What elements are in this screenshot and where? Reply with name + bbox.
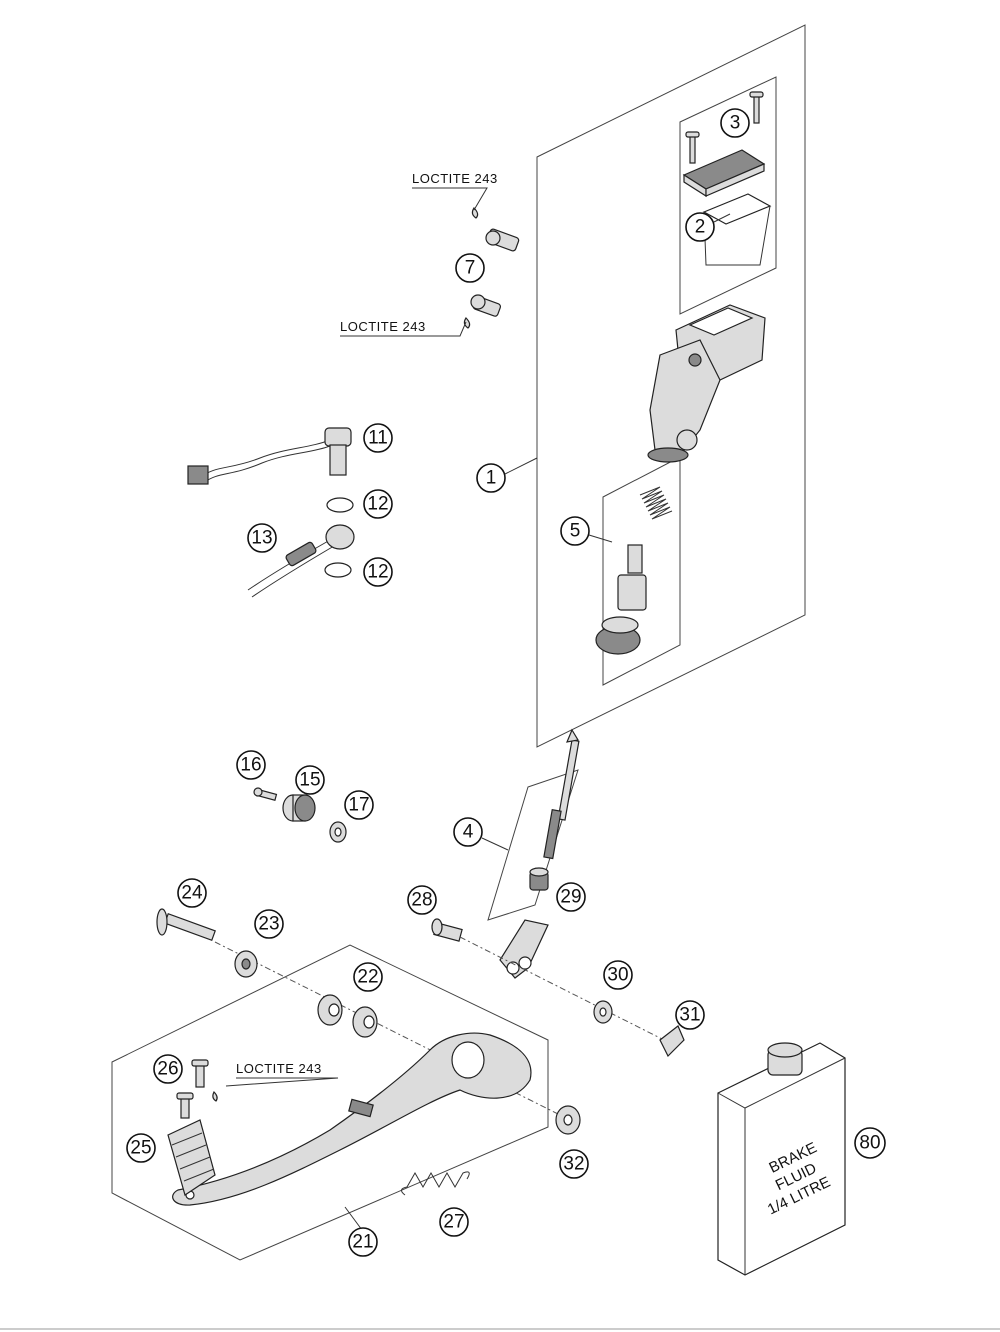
callout-30: 30	[603, 960, 633, 990]
bushing-22a	[317, 994, 343, 1026]
callout-3: 3	[720, 108, 750, 138]
clip-31	[659, 1025, 685, 1058]
callout-label: 29	[560, 887, 581, 908]
master-cylinder-panel	[536, 24, 806, 748]
loctite-label-top: LOCTITE 243	[412, 171, 498, 186]
callout-label: 28	[411, 890, 432, 911]
callout-label: 3	[730, 113, 741, 134]
callout-label: 12	[367, 494, 388, 515]
callout-label: 4	[463, 822, 474, 843]
sealing-washer-lower	[324, 562, 352, 578]
loctite-label-middle: LOCTITE 243	[340, 319, 426, 334]
callout-label: 12	[367, 562, 388, 583]
callout-26: 26	[153, 1054, 183, 1084]
reservoir-cover	[682, 149, 772, 266]
callout-4: 4	[453, 817, 483, 847]
nut-29	[529, 867, 549, 891]
callout-80: 80	[854, 1127, 886, 1159]
cover-screws	[685, 91, 764, 164]
brake-pedal	[172, 1032, 532, 1206]
push-rod	[543, 728, 580, 860]
callout-5: 5	[560, 516, 590, 546]
sealing-washer-upper	[326, 497, 354, 513]
pin-16	[253, 787, 278, 801]
loctite-label-bottom: LOCTITE 243	[236, 1061, 322, 1076]
callout-22: 22	[353, 962, 383, 992]
bushing-22b	[352, 1006, 378, 1038]
callout-15: 15	[295, 765, 325, 795]
callout-12-lower: 12	[363, 557, 393, 587]
callout-label: 32	[563, 1154, 584, 1175]
washer-30	[593, 1000, 613, 1024]
banjo-bolt-upper	[471, 207, 520, 252]
axis-line-clevis	[459, 936, 669, 1043]
nut-32	[555, 1105, 581, 1135]
callout-label: 5	[570, 521, 581, 542]
nut-17	[329, 821, 347, 843]
callout-label: 21	[352, 1232, 373, 1253]
callout-24: 24	[177, 878, 207, 908]
callout-label: 13	[251, 528, 272, 549]
callout-label: 11	[368, 428, 388, 449]
callout-25: 25	[126, 1133, 156, 1163]
callout-label: 2	[695, 217, 706, 238]
callout-28: 28	[407, 885, 437, 915]
axis-line-pivot	[214, 941, 571, 1121]
callout-21: 21	[348, 1227, 378, 1257]
master-cylinder-body	[647, 304, 766, 463]
pivot-bolt-24	[156, 908, 216, 942]
callout-1: 1	[476, 463, 506, 493]
push-rod-panel	[487, 769, 579, 921]
callout-31: 31	[675, 1000, 705, 1030]
callout-12-upper: 12	[363, 489, 393, 519]
callout-27: 27	[439, 1207, 469, 1237]
brake-hose	[247, 524, 355, 598]
callout-label: 7	[465, 258, 476, 279]
reservoir-cover-panel	[679, 76, 777, 315]
callout-13: 13	[247, 523, 277, 553]
banjo-bolt-lower	[463, 294, 502, 329]
callout-label: 23	[258, 914, 279, 935]
callout-label: 1	[486, 468, 497, 489]
spacer-15	[282, 794, 316, 822]
callout-17: 17	[344, 790, 374, 820]
callout-label: 24	[181, 883, 203, 904]
callout-label: 27	[443, 1212, 464, 1233]
callout-label: 25	[130, 1138, 151, 1159]
callout-label: 80	[859, 1133, 880, 1154]
callout-label: 30	[607, 965, 628, 986]
pedal-step-25	[167, 1119, 216, 1196]
callout-2: 2	[685, 212, 715, 242]
callout-label: 16	[240, 755, 261, 776]
pin-28	[431, 918, 463, 942]
callout-23: 23	[254, 909, 284, 939]
callout-16: 16	[236, 750, 266, 780]
piston-kit	[595, 486, 673, 655]
callout-label: 22	[357, 967, 378, 988]
screws-26	[176, 1059, 218, 1119]
callout-29: 29	[556, 882, 586, 912]
brake-fluid-bottle: BRAKE FLUID 1/4 LITRE	[717, 1042, 846, 1276]
callout-label: 26	[157, 1059, 178, 1080]
callout-label: 17	[348, 795, 369, 816]
spring-27	[401, 1171, 470, 1196]
callout-32: 32	[559, 1149, 589, 1179]
callout-label: 15	[299, 770, 320, 791]
callout-7: 7	[455, 253, 485, 283]
callout-11: 11	[363, 423, 393, 453]
washer-23	[234, 950, 258, 978]
brake-pedal-panel	[111, 944, 549, 1261]
callout-label: 31	[679, 1005, 700, 1026]
brake-light-switch	[187, 427, 352, 485]
